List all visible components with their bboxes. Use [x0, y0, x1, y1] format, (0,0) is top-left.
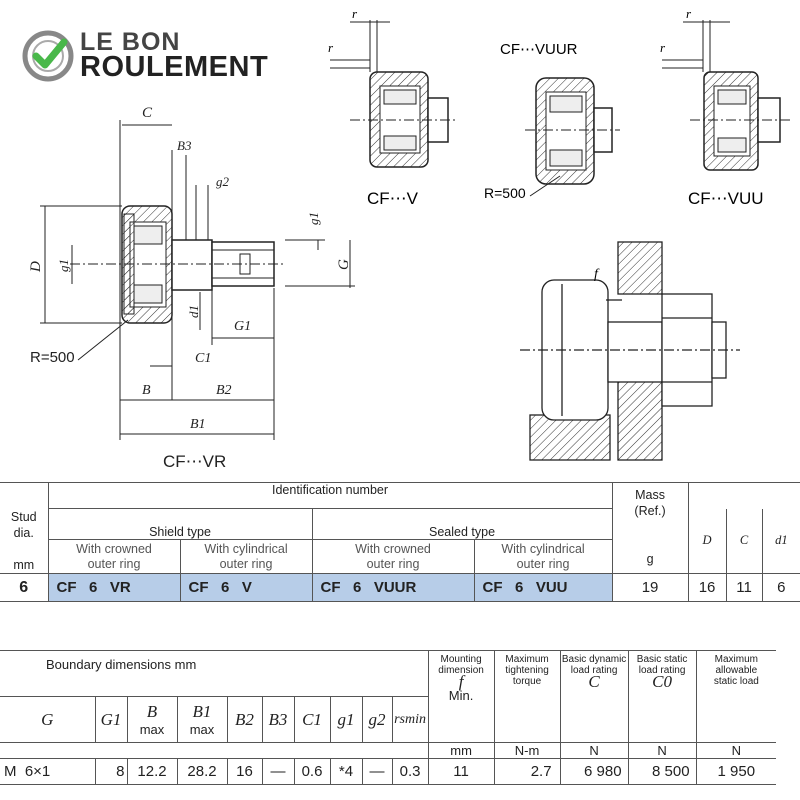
col-B2: B2: [226, 696, 263, 743]
val-B3: —: [261, 758, 295, 785]
col-C-header: C: [725, 508, 763, 574]
boundary-table: Boundary dimensions mm Mounting dimensio…: [0, 650, 777, 785]
label-D: D: [28, 261, 44, 273]
stud-dia-header: Stud dia.mm: [0, 482, 49, 574]
torque-unit: N-m: [493, 742, 561, 759]
label-C1: C1: [195, 351, 211, 366]
mass-value: 19: [611, 573, 689, 602]
stud-dia-value: 6: [0, 573, 49, 602]
col-G1: G1: [94, 696, 128, 743]
mass-header: Mass (Ref.)g: [611, 482, 689, 574]
main-drawing: [40, 120, 355, 440]
shield-type-header: Shield type: [47, 508, 313, 540]
part-cf6v: CF 6 V: [179, 573, 313, 602]
col-B3: B3: [261, 696, 295, 743]
val-B: 12.2: [126, 758, 178, 785]
caption-vuur: CF⋯VUUR: [500, 41, 578, 58]
d1-value: 6: [761, 573, 800, 602]
val-f: 11: [427, 758, 495, 785]
vuur-drawing: [525, 77, 620, 197]
label-r-vuu2: r: [660, 40, 666, 55]
label-B: B: [142, 383, 151, 398]
allow-unit: N: [695, 742, 777, 759]
val-G1: 8: [94, 758, 128, 785]
logo-line1: LE BON: [80, 28, 181, 56]
allow-header: Maximum allowable static load: [695, 650, 777, 743]
radius-vuur: R=500: [484, 185, 526, 201]
torque-header: Maximum tightening torque: [493, 650, 561, 743]
shield-crowned-header: With crowned outer ring: [47, 539, 181, 574]
caption-main: CF⋯VR: [163, 452, 226, 471]
boundary-header: Boundary dimensions mm: [0, 650, 429, 697]
bearing-check-icon: [22, 30, 74, 82]
logo-line2: ROULEMENT: [80, 51, 269, 83]
label-C: C: [142, 105, 153, 121]
label-B3: B3: [177, 138, 192, 153]
label-d1: d1: [186, 305, 201, 318]
label-f: f: [594, 267, 600, 282]
val-rsmin: 0.3: [391, 758, 429, 785]
label-B2: B2: [216, 383, 232, 398]
part-cf6vuu: CF 6 VUU: [473, 573, 613, 602]
val-G: M 6×1: [0, 758, 96, 785]
label-r-v: r: [352, 6, 358, 21]
val-B1: 28.2: [176, 758, 228, 785]
col-g1: g1: [329, 696, 363, 743]
label-G1: G1: [234, 319, 251, 334]
val-C: 6 980: [559, 758, 629, 785]
val-g1: *4: [329, 758, 363, 785]
label-g1-left: g1: [56, 259, 71, 272]
mounting-unit: mm: [427, 742, 495, 759]
col-d1-header: d1: [761, 508, 800, 574]
val-g2: —: [361, 758, 393, 785]
sealed-crowned-header: With crowned outer ring: [311, 539, 475, 574]
dynamic-unit: N: [559, 742, 629, 759]
static-unit: N: [627, 742, 697, 759]
part-cf6vr: CF 6 VR: [47, 573, 181, 602]
label-B1: B1: [190, 417, 206, 432]
val-torque: 2.7: [493, 758, 561, 785]
caption-v: CF⋯V: [367, 189, 419, 208]
label-g1-right: g1: [306, 212, 321, 225]
caption-vuu: CF⋯VUU: [688, 189, 764, 208]
shield-cyl-header: With cylindrical outer ring: [179, 539, 313, 574]
radius-main: R=500: [30, 349, 75, 366]
label-G: G: [336, 259, 352, 270]
col-g2: g2: [361, 696, 393, 743]
col-D-header: D: [687, 508, 727, 574]
sealed-type-header: Sealed type: [311, 508, 613, 540]
val-allow: 1 950: [695, 758, 777, 785]
label-g2: g2: [216, 174, 230, 189]
vuu-drawing: [662, 20, 790, 171]
val-B2: 16: [226, 758, 263, 785]
identification-header: Identification number: [47, 482, 613, 509]
identification-table: Stud dia.mm Identification number Mass (…: [0, 482, 800, 602]
C-value: 11: [725, 573, 763, 602]
D-value: 16: [687, 573, 727, 602]
label-r-v2: r: [328, 40, 334, 55]
brand-logo: LE BON ROULEMENT: [22, 26, 302, 86]
part-cf6vuur: CF 6 VUUR: [311, 573, 475, 602]
col-C1: C1: [293, 696, 331, 743]
technical-drawings: C B3 g2 g1 D g1 G d1 G1 C1 B B2 B1 R=500…: [28, 6, 790, 471]
sealed-cyl-header: With cylindrical outer ring: [473, 539, 613, 574]
val-C0: 8 500: [627, 758, 697, 785]
col-G: G: [0, 696, 96, 743]
col-rsmin: rsmin: [391, 696, 429, 743]
label-r-vuu: r: [686, 6, 692, 21]
val-C1: 0.6: [293, 758, 331, 785]
mounting-drawing: [520, 241, 740, 461]
v-drawing: [330, 20, 455, 168]
